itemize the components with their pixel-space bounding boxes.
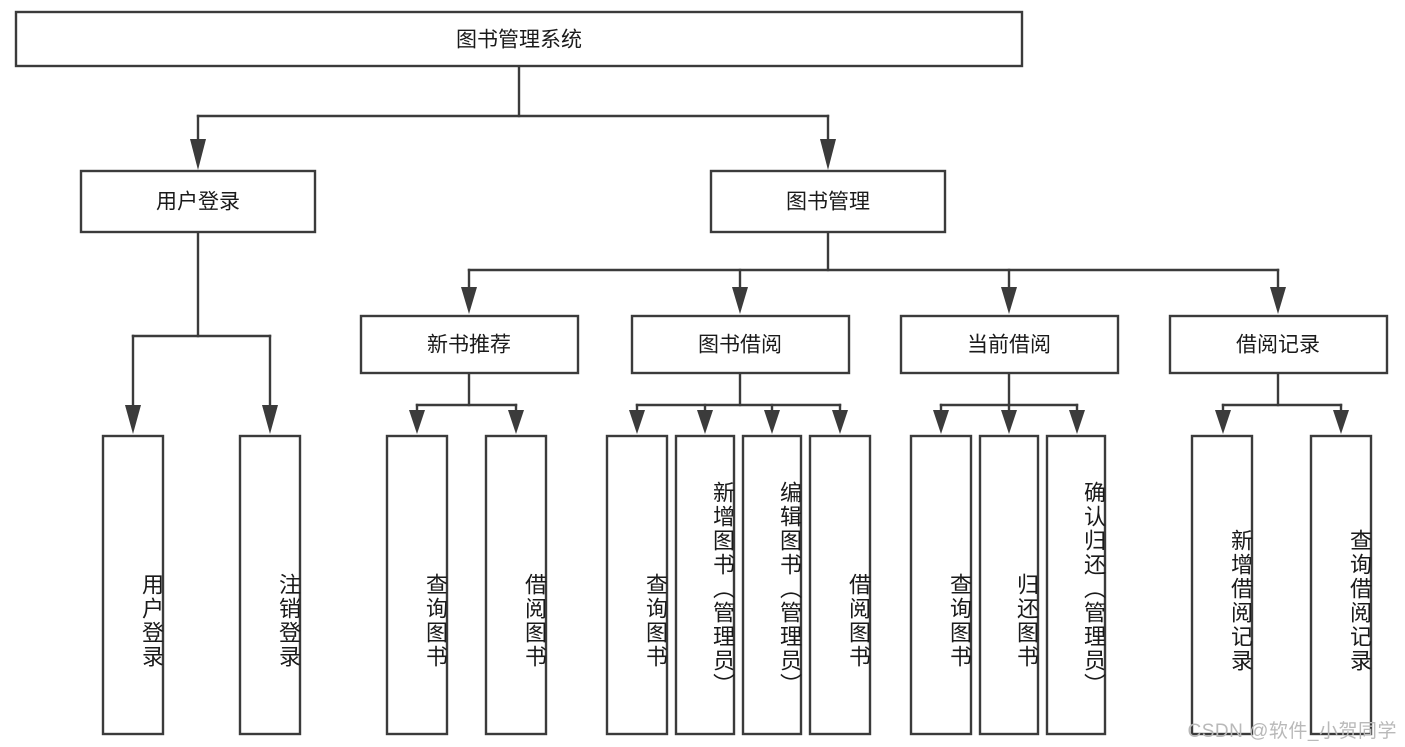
arrow-head-leaf-query-book-1 [409, 410, 425, 434]
node-user-login[interactable] [79, 169, 317, 234]
node-leaf-borrow-book-2[interactable] [808, 434, 872, 736]
node-leaf-add-book[interactable] [674, 434, 736, 736]
node-leaf-query-record[interactable] [1309, 434, 1373, 736]
arrow-head-leaf-user-login [125, 405, 141, 434]
node-leaf-user-logout[interactable] [238, 434, 302, 736]
label-user-login: 用户登录 [156, 191, 240, 214]
arrow-head-current-borrow [1001, 287, 1017, 314]
node-leaf-edit-book[interactable] [741, 434, 803, 736]
connector-root-to-level2 [190, 64, 836, 170]
connector-new-book-recommend-to-leaves [409, 371, 524, 434]
node-root[interactable] [14, 10, 1024, 68]
node-book-borrow[interactable] [630, 314, 851, 375]
label-borrow-record: 借阅记录 [1236, 334, 1320, 357]
arrow-head-new-book-recommend [461, 287, 477, 314]
node-leaf-borrow-book-1[interactable] [484, 434, 548, 736]
arrow-head-leaf-confirm-return [1069, 410, 1085, 434]
node-leaf-return-book[interactable] [978, 434, 1040, 736]
connector-user-login-to-leaves [125, 230, 278, 434]
arrow-head-leaf-return-book [1001, 410, 1017, 434]
node-leaf-confirm-return[interactable] [1045, 434, 1107, 736]
arrow-head-leaf-borrow-book-1 [508, 410, 524, 434]
node-book-management[interactable] [709, 169, 947, 234]
label-new-book-recommend: 新书推荐 [427, 334, 511, 357]
node-leaf-user-login[interactable] [101, 434, 165, 736]
arrow-head-user-login [190, 139, 206, 170]
arrow-head-leaf-query-record [1333, 410, 1349, 434]
connector-book-management-to-level3 [461, 230, 1286, 314]
connector-borrow-record-to-leaves [1215, 371, 1349, 434]
label-current-borrow: 当前借阅 [967, 334, 1051, 357]
node-leaf-query-book-3[interactable] [909, 434, 973, 736]
label-book-management: 图书管理 [786, 191, 870, 214]
node-new-book-recommend[interactable] [359, 314, 580, 375]
arrow-head-leaf-query-book-3 [933, 410, 949, 434]
arrow-head-book-management [820, 139, 836, 170]
watermark-text: CSDN @软件_小贺同学 [1187, 721, 1397, 742]
node-borrow-record[interactable] [1168, 314, 1389, 375]
connector-book-borrow-to-leaves [629, 371, 848, 434]
arrow-head-leaf-edit-book [764, 410, 780, 434]
node-current-borrow[interactable] [899, 314, 1120, 375]
label-book-borrow: 图书借阅 [698, 334, 782, 357]
connector-current-borrow-to-leaves [933, 371, 1085, 434]
node-leaf-add-record[interactable] [1190, 434, 1254, 736]
arrow-head-leaf-add-book [697, 410, 713, 434]
label-root: 图书管理系统 [456, 29, 582, 52]
arrow-head-leaf-query-book-2 [629, 410, 645, 434]
arrow-head-leaf-user-logout [262, 405, 278, 434]
arrow-head-borrow-record [1270, 287, 1286, 314]
arrow-head-leaf-borrow-book-2 [832, 410, 848, 434]
arrow-head-book-borrow [732, 287, 748, 314]
node-leaf-query-book-1[interactable] [385, 434, 449, 736]
node-leaf-query-book-2[interactable] [605, 434, 669, 736]
arrow-head-leaf-add-record [1215, 410, 1231, 434]
